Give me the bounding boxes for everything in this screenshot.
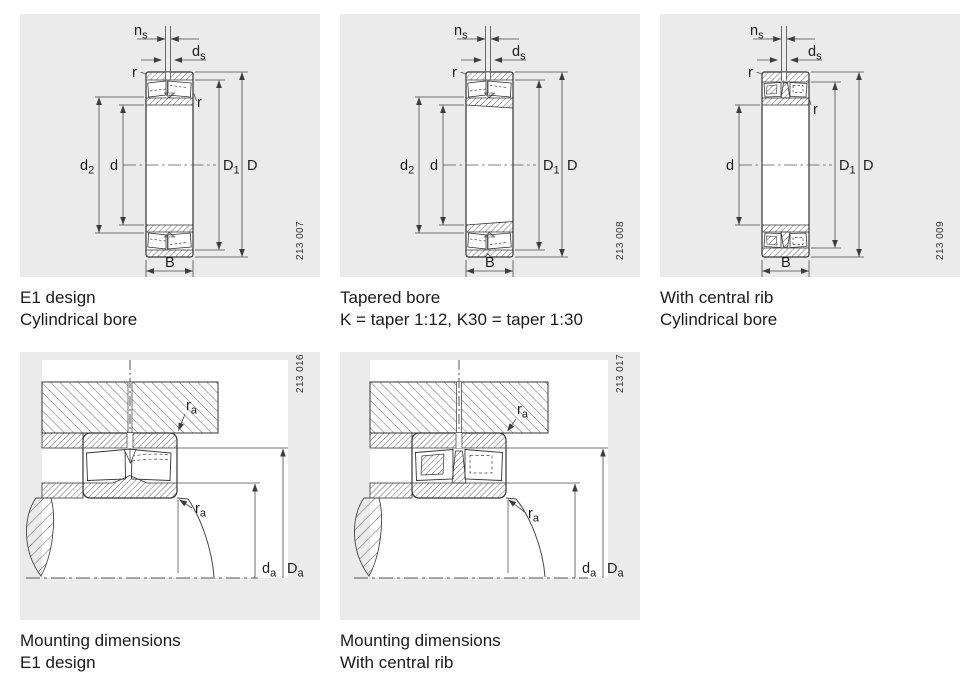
caption-fig2: Tapered bore K = taper 1:12, K30 = taper… (340, 287, 640, 331)
label-D: D (247, 158, 257, 174)
figure-number: 213 017 (615, 354, 626, 393)
dimension-lines (735, 26, 864, 277)
bearing-section (82, 432, 178, 499)
figure-number: 213 016 (295, 354, 306, 393)
figure-cell-4: ra ra da Da 213 016 Mounting dimensions … (20, 352, 320, 674)
caption-line: K = taper 1:12, K30 = taper 1:30 (340, 310, 583, 329)
label-D: D (863, 158, 873, 174)
dimension-labels: ra ra da Da 213 016 (186, 354, 306, 579)
label-ns: ns (750, 23, 764, 42)
label-B: B (165, 255, 175, 271)
label-ra-bottom: ra (195, 501, 207, 520)
mounting-diagram-e1: ra ra da Da 213 016 (26, 354, 306, 580)
label-d2: d2 (400, 158, 414, 177)
caption-line: E1 design (20, 288, 96, 307)
label-D1: D1 (543, 158, 560, 177)
label-D1: D1 (839, 158, 856, 177)
caption-line: E1 design (20, 653, 96, 672)
label-r-top: r (748, 65, 753, 81)
dimension-lines (506, 418, 608, 578)
bearing-cross-section (123, 71, 216, 258)
label-ra-top: ra (517, 402, 529, 421)
mounting-drawing (26, 360, 288, 579)
bearing-section (411, 432, 507, 499)
caption-fig5: Mounting dimensions With central rib (340, 630, 640, 674)
label-da: da (262, 561, 277, 580)
caption-line: With central rib (340, 653, 454, 672)
bearing-cross-section (443, 71, 536, 258)
label-d: d (430, 158, 438, 174)
dimension-lines (95, 26, 248, 277)
label-ns: ns (454, 23, 468, 42)
caption-line: Cylindrical bore (20, 310, 138, 329)
label-Da: Da (287, 561, 304, 580)
dimension-labels: ns ds r r d2 d D1 D B 213 007 (80, 23, 306, 271)
figure-cell-5: ra ra da Da 213 017 Mounting dimensions … (340, 352, 640, 674)
caption-line: Mounting dimensions (20, 631, 181, 650)
label-Da: Da (607, 561, 624, 580)
bearing-diagram-central-rib: ns ds r r d D1 D B 213 009 (726, 23, 946, 277)
label-B: B (781, 255, 791, 271)
dimension-lines (177, 413, 288, 578)
label-D1: D1 (223, 158, 240, 177)
caption-line: Cylindrical bore (660, 310, 778, 329)
dimension-labels: ns ds r d2 d D1 D B 213 008 (400, 23, 626, 271)
label-ds: ds (192, 44, 206, 63)
label-ns: ns (134, 23, 148, 42)
bottom-row: ra ra da Da 213 016 Mounting dimensions … (20, 352, 973, 674)
figure-panel-213-017: ra ra da Da 213 017 (340, 352, 640, 620)
caption-line: With central rib (660, 288, 774, 307)
label-B: B (485, 255, 495, 271)
figure-cell-1: ns ds r r d2 d D1 D B 213 007 E1 design … (20, 14, 320, 331)
label-r-top: r (452, 65, 457, 81)
figure-panel-213-009: ns ds r r d D1 D B 213 009 (660, 14, 960, 277)
bearing-diagram-tapered-bore: ns ds r d2 d D1 D B 213 008 (400, 23, 626, 277)
mounting-diagram-central-rib: ra ra da Da 213 017 (354, 354, 626, 580)
top-row: ns ds r r d2 d D1 D B 213 007 E1 design … (20, 14, 973, 331)
caption-fig1: E1 design Cylindrical bore (20, 287, 320, 331)
figure-cell-2: ns ds r d2 d D1 D B 213 008 Tapered bore… (340, 14, 640, 331)
label-D: D (567, 158, 577, 174)
bearing-cross-section (739, 71, 832, 258)
dimension-labels: ra ra da Da 213 017 (517, 354, 626, 579)
label-d: d (726, 158, 734, 174)
figure-panel-213-007: ns ds r r d2 d D1 D B 213 007 (20, 14, 320, 277)
caption-fig4: Mounting dimensions E1 design (20, 630, 320, 674)
label-da: da (582, 561, 597, 580)
figure-panel-213-016: ra ra da Da 213 016 (20, 352, 320, 620)
dimension-lines (415, 26, 568, 277)
caption-fig3: With central rib Cylindrical bore (660, 287, 960, 331)
label-ra-bottom: ra (528, 506, 540, 525)
caption-line: Mounting dimensions (340, 631, 501, 650)
figure-cell-3: ns ds r r d D1 D B 213 009 With central … (660, 14, 960, 331)
label-r-side: r (197, 95, 202, 111)
dimension-labels: ns ds r r d D1 D B 213 009 (726, 23, 946, 271)
figure-number: 213 007 (295, 221, 306, 260)
figure-number: 213 008 (615, 221, 626, 260)
label-d: d (110, 158, 118, 174)
label-ds: ds (808, 44, 822, 63)
caption-line: Tapered bore (340, 288, 441, 307)
label-d2: d2 (80, 158, 94, 177)
mounting-drawing (354, 360, 608, 579)
figure-number: 213 009 (935, 221, 946, 260)
label-r-side: r (813, 102, 818, 118)
figure-panel-213-008: ns ds r d2 d D1 D B 213 008 (340, 14, 640, 277)
label-ds: ds (512, 44, 526, 63)
bearing-diagram-e1-cylindrical: ns ds r r d2 d D1 D B 213 007 (80, 23, 306, 277)
label-r-top: r (132, 65, 137, 81)
label-ra-top: ra (186, 398, 198, 417)
